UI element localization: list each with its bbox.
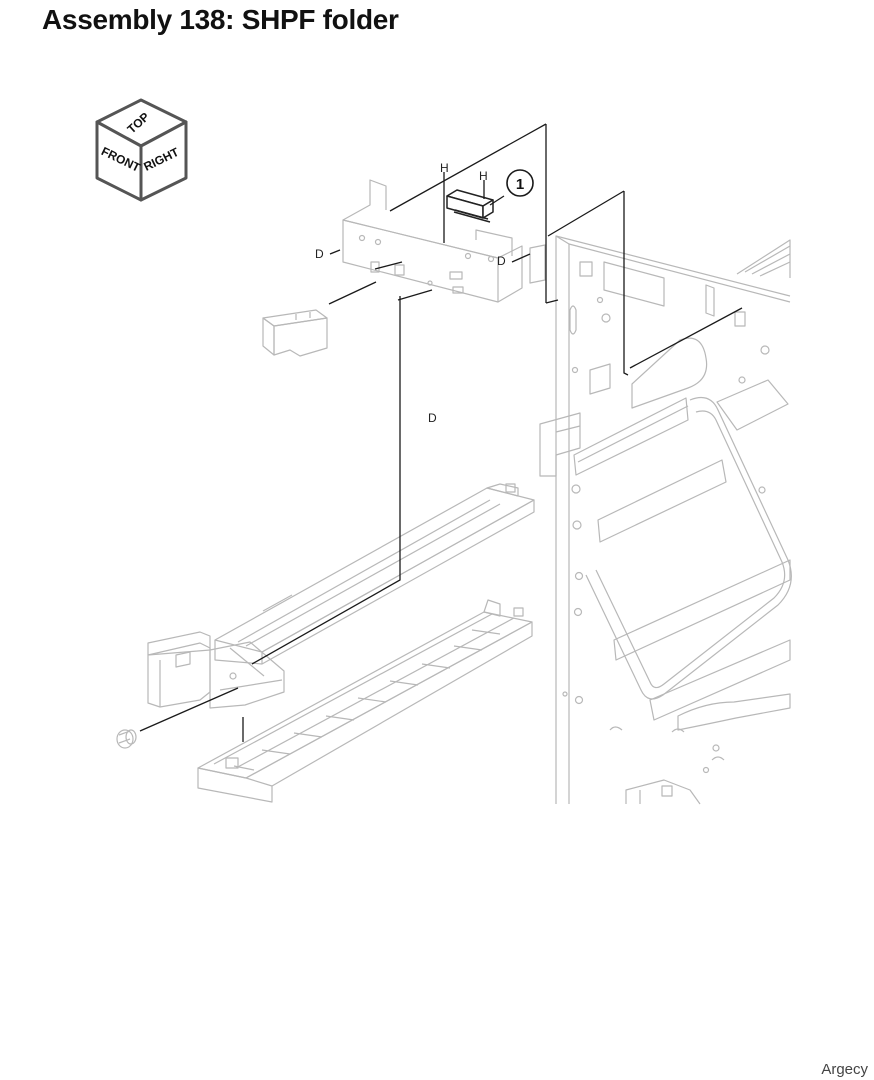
upper-guide-rail: [147, 483, 535, 709]
callout-number: 1: [516, 176, 524, 193]
callout-1: 1: [506, 169, 534, 197]
sensor-block: [262, 309, 328, 357]
lower-guide-rail: [197, 599, 533, 803]
leader-lines: [139, 123, 743, 742]
letter-labels: H H D D D: [315, 161, 506, 425]
switch-bracket: [342, 179, 546, 303]
folder-main-frame: [539, 235, 792, 805]
orientation-cube: TOP FRONT RIGHT: [95, 98, 188, 202]
page-title: Assembly 138: SHPF folder: [42, 4, 399, 35]
label-d-bracket-right: D: [497, 254, 506, 268]
label-d-middle: D: [428, 411, 437, 425]
micro-switch: [446, 189, 494, 223]
label-h-right: H: [479, 169, 488, 183]
watermark: Argecy: [821, 1061, 868, 1078]
label-h-left: H: [440, 161, 449, 175]
screw: [116, 729, 137, 749]
label-d-bracket-left: D: [315, 247, 324, 261]
